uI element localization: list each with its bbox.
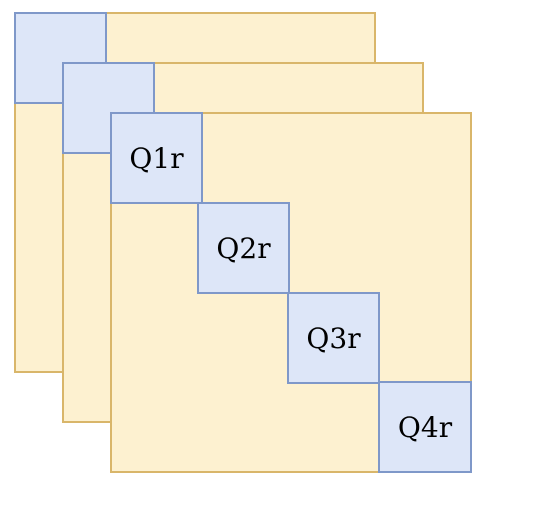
block-q2r: Q2r bbox=[197, 202, 290, 294]
block-q3r: Q3r bbox=[287, 292, 380, 384]
block-q1r: Q1r bbox=[110, 112, 203, 204]
block-q4r: Q4r bbox=[378, 381, 472, 473]
back-sheet-first-block bbox=[14, 12, 107, 104]
